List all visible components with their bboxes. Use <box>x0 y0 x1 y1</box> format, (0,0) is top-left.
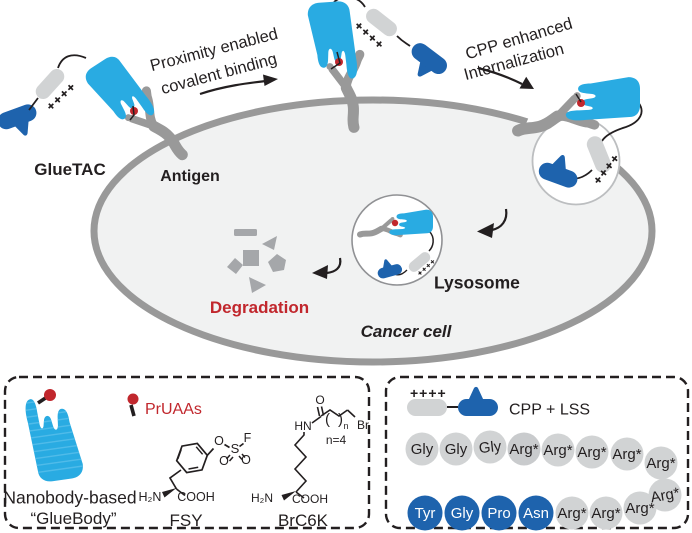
svg-text:S: S <box>231 441 240 456</box>
svg-text:O: O <box>241 453 251 467</box>
svg-text:H₂N: H₂N <box>251 491 273 505</box>
svg-text:Gly: Gly <box>445 441 468 458</box>
svg-text:GlueTAC: GlueTAC <box>34 160 105 179</box>
svg-text:Arg*: Arg* <box>612 446 641 463</box>
svg-text:F: F <box>244 431 252 445</box>
svg-text:H₂N: H₂N <box>139 490 162 504</box>
svg-text:PrUAAs: PrUAAs <box>145 401 202 418</box>
svg-text:O: O <box>214 434 224 448</box>
svg-text:Arg*: Arg* <box>509 441 538 458</box>
svg-text:Asn: Asn <box>523 505 549 522</box>
svg-text:++++: ++++ <box>410 385 447 401</box>
svg-text:Antigen: Antigen <box>160 168 220 185</box>
svg-text:Arg*: Arg* <box>577 444 606 461</box>
svg-text:Nanobody-based: Nanobody-based <box>3 488 136 508</box>
svg-text:“GlueBody”: “GlueBody” <box>31 509 117 528</box>
svg-text:Arg*: Arg* <box>591 505 620 522</box>
svg-text:Gly: Gly <box>478 438 503 457</box>
svg-text:Arg*: Arg* <box>557 505 586 522</box>
svg-text:HN: HN <box>294 419 311 433</box>
svg-text:CPP + LSS: CPP + LSS <box>509 402 590 419</box>
svg-text:Arg*: Arg* <box>646 455 675 472</box>
svg-text:n: n <box>344 421 349 431</box>
svg-text:COOH: COOH <box>292 492 328 506</box>
svg-text:Gly: Gly <box>451 505 474 522</box>
svg-text:): ) <box>338 411 343 428</box>
svg-text:n=4: n=4 <box>326 433 347 447</box>
svg-text:Gly: Gly <box>411 441 434 458</box>
svg-text:(: ( <box>325 411 330 428</box>
svg-text:Pro: Pro <box>487 505 510 522</box>
svg-text:O: O <box>315 393 324 407</box>
svg-text:Tyr: Tyr <box>415 505 436 522</box>
svg-text:Br: Br <box>357 418 369 432</box>
svg-text:Cancer cell: Cancer cell <box>361 322 453 341</box>
svg-text:O: O <box>219 454 229 468</box>
svg-text:Lysosome: Lysosome <box>434 273 520 293</box>
svg-text:Arg*: Arg* <box>625 500 654 517</box>
svg-text:Arg*: Arg* <box>543 442 572 459</box>
svg-text:Arg*: Arg* <box>649 485 681 507</box>
svg-text:BrC6K: BrC6K <box>278 511 329 530</box>
svg-text:Degradation: Degradation <box>210 298 309 317</box>
svg-text:FSY: FSY <box>169 511 202 530</box>
svg-text:COOH: COOH <box>177 490 215 504</box>
